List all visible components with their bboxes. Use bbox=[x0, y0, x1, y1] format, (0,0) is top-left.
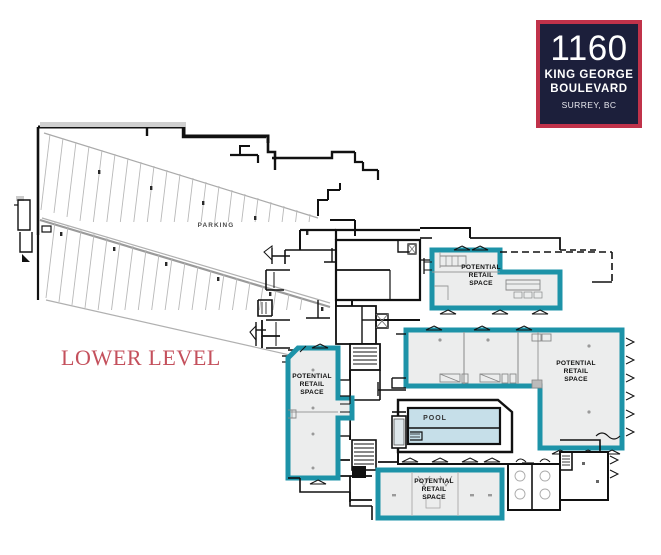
property-logo-badge: 1160 KING GEORGE BOULEVARD SURREY, BC bbox=[536, 20, 642, 128]
level-title: LOWER LEVEL bbox=[61, 345, 221, 370]
upper-wall-structure bbox=[145, 127, 380, 263]
pool-area bbox=[391, 398, 514, 454]
logo-street-line-2: BOULEVARD bbox=[550, 83, 628, 95]
highlight-retail-left[interactable] bbox=[285, 343, 355, 485]
logo-street-number: 1160 bbox=[550, 29, 628, 68]
logo-city-label: SURREY, BC bbox=[561, 100, 617, 110]
highlight-retail-top[interactable] bbox=[423, 245, 613, 315]
parking-area bbox=[14, 122, 340, 359]
misc-rooms bbox=[257, 227, 621, 520]
highlight-retail-right[interactable] bbox=[377, 325, 636, 455]
logo-street-line-1: KING GEORGE bbox=[544, 69, 634, 81]
logo-inner-panel: 1160 KING GEORGE BOULEVARD SURREY, BC bbox=[540, 24, 638, 124]
highlight-retail-bottom[interactable] bbox=[375, 467, 505, 521]
